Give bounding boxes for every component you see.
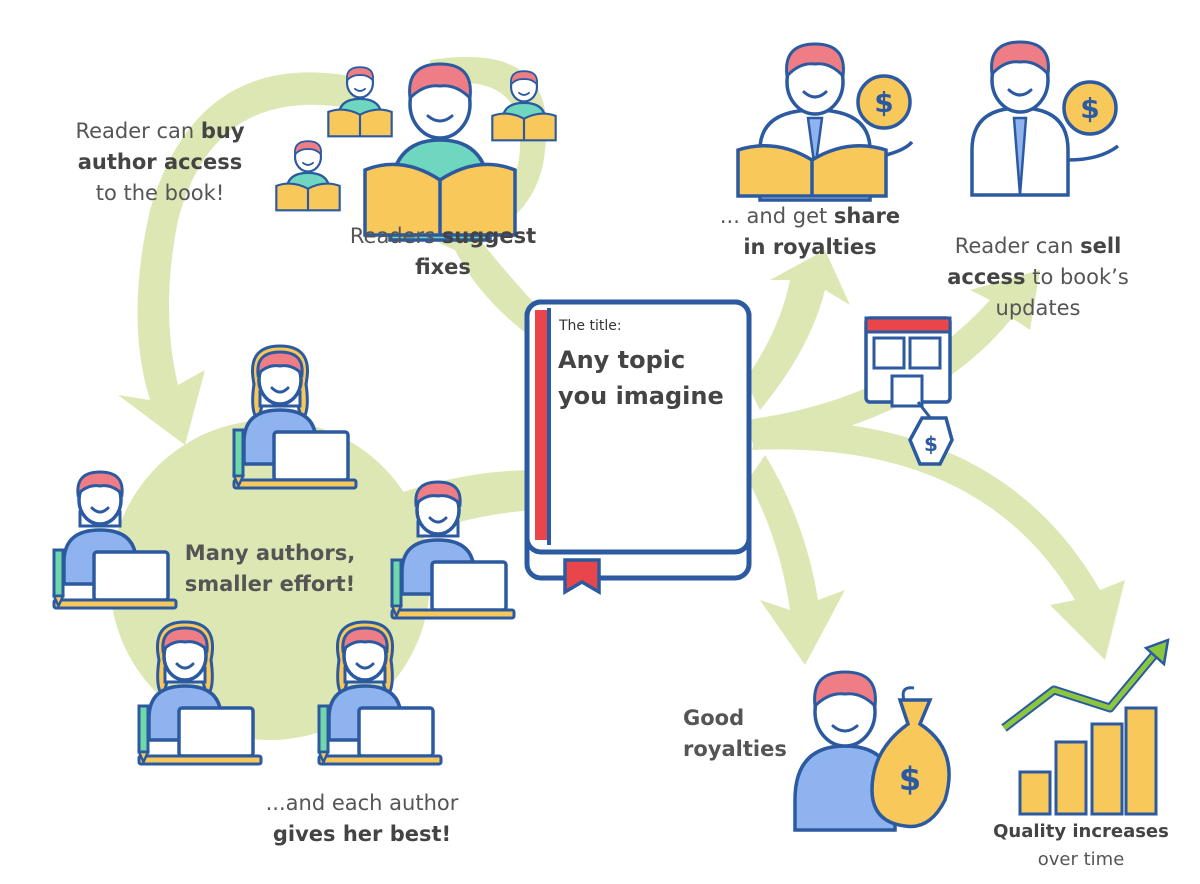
- reader-small-3: [275, 140, 341, 212]
- reader-main: [363, 62, 517, 242]
- label-good-royalties: Good royalties: [683, 703, 803, 765]
- book-title-line-1: Any topic: [558, 346, 686, 374]
- readers-group: [275, 62, 557, 242]
- label-share-line-1: ... and get share: [705, 201, 915, 232]
- sell-illustration: $: [970, 40, 1120, 197]
- label-share-line-2: in royalties: [705, 232, 915, 263]
- label-buy-access-line-1: Reader can buy: [50, 116, 270, 147]
- label-quality: Quality increases over time: [970, 818, 1192, 874]
- store-window-icon: $: [864, 316, 954, 466]
- text-segment: ... and get: [719, 204, 834, 228]
- arrow-buy-access: [118, 72, 370, 445]
- label-quality-line-2: over time: [1037, 849, 1125, 870]
- text-segment-bold: share: [833, 204, 901, 228]
- book-title: Any topic you imagine: [558, 342, 748, 414]
- share-illustration: $: [736, 42, 914, 202]
- label-each-line-1: ...and each author: [265, 791, 459, 815]
- label-buy-access: Reader can buy author access to the book…: [50, 116, 270, 209]
- royalties-illustration: $: [793, 670, 951, 832]
- text-segment-bold: gives her best!: [272, 822, 452, 846]
- label-sell-access: Reader can sell access to book’s updates: [925, 231, 1151, 324]
- text-segment-bold: fixes: [415, 255, 471, 279]
- label-buy-access-line-3: to the book!: [95, 181, 225, 205]
- book-title-line-2: you imagine: [558, 382, 724, 410]
- text-segment-bold: Quality increases: [993, 821, 1169, 842]
- quality-chart-icon: [1001, 638, 1170, 816]
- label-quality-line-1: Quality increases: [970, 818, 1192, 846]
- label-royalties-line-2: royalties: [683, 737, 787, 761]
- label-sell-line-1: Reader can sell: [925, 231, 1151, 262]
- text-segment: Reader can: [954, 234, 1081, 258]
- text-segment-bold: author access: [77, 150, 243, 174]
- money-bag-dollar: $: [899, 760, 921, 798]
- book-title-label: The title:: [559, 318, 622, 334]
- label-sell-line-3: updates: [995, 296, 1081, 320]
- text-segment-bold: in royalties: [743, 235, 877, 259]
- text-segment-bold: suggest: [441, 224, 537, 248]
- label-suggest-line-1: Readers suggest: [330, 221, 556, 252]
- author-bottom-right: [317, 620, 443, 766]
- text-segment-bold: sell: [1080, 234, 1122, 258]
- label-authors-line-1: Many authors,: [184, 541, 356, 565]
- label-each-line-2: gives her best!: [222, 819, 502, 850]
- text-segment: Reader can: [75, 119, 201, 143]
- dollar-symbol: $: [874, 86, 893, 119]
- label-many-authors: Many authors, smaller effort!: [160, 538, 380, 600]
- label-suggest-fixes: Readers suggest fixes: [330, 221, 556, 283]
- label-royalties-line-1: Good: [683, 706, 745, 730]
- label-authors-line-2: smaller effort!: [184, 572, 356, 596]
- label-suggest-line-2: fixes: [330, 252, 556, 283]
- central-book: [524, 299, 752, 596]
- arrow-to-sell: [745, 270, 1040, 450]
- label-share-royalties: ... and get share in royalties: [705, 201, 915, 263]
- dollar-symbol-2: $: [1080, 92, 1099, 125]
- arrow-to-royalties: [748, 455, 845, 665]
- arrow-to-quality: [752, 419, 1125, 660]
- arrow-to-share: [745, 250, 850, 410]
- text-segment: to book’s: [1025, 265, 1129, 289]
- text-segment-bold: buy: [200, 119, 245, 143]
- label-sell-line-2: access to book’s: [925, 262, 1151, 293]
- price-tag-dollar: $: [924, 432, 938, 456]
- text-segment: Readers: [349, 224, 442, 248]
- label-buy-access-line-2: author access: [50, 147, 270, 178]
- text-segment-bold: access: [947, 265, 1026, 289]
- label-each-author: ...and each author gives her best!: [222, 788, 502, 850]
